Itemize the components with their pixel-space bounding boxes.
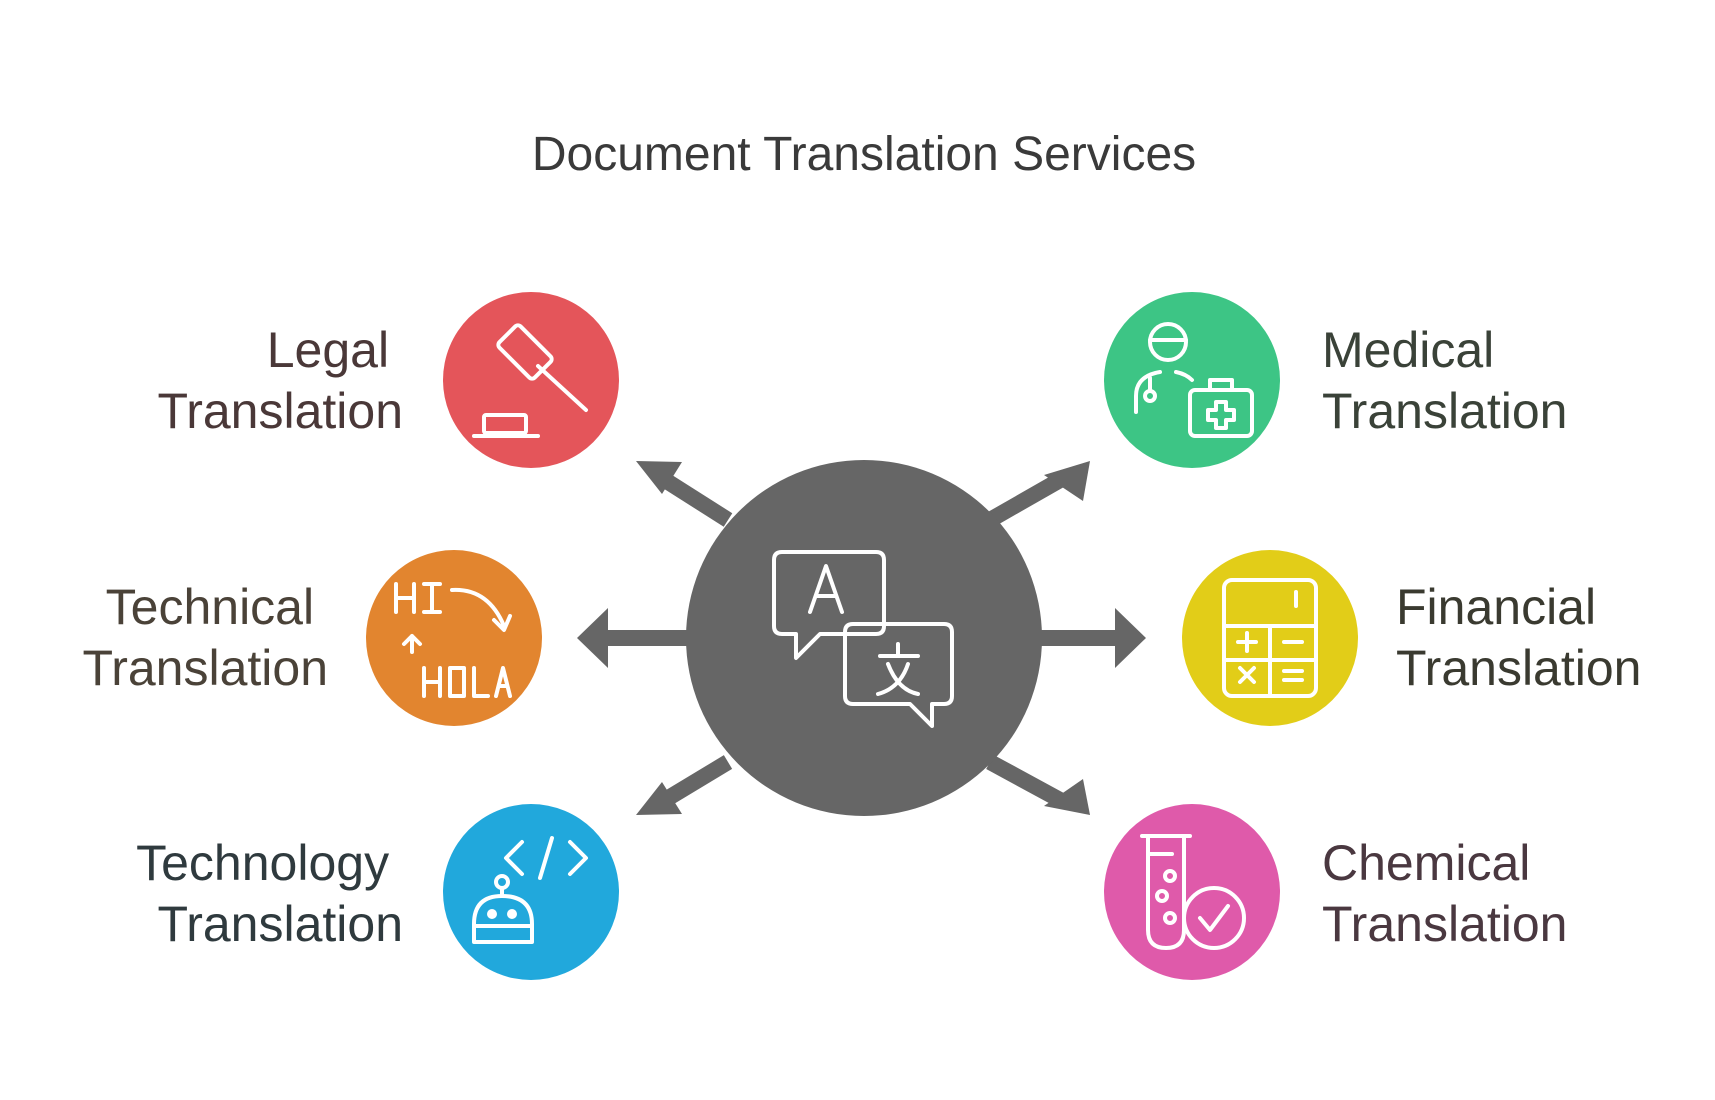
service-medical (1104, 292, 1280, 468)
label-financial: Financial Translation (1396, 579, 1641, 696)
label-legal-line2: Translation (158, 383, 403, 439)
technical-circle (366, 550, 542, 726)
service-technical (366, 550, 542, 726)
code-robot-icon (472, 836, 588, 944)
label-legal: Legal Translation (158, 322, 403, 439)
label-financial-line2: Translation (1396, 640, 1641, 696)
service-chemical (1104, 804, 1280, 980)
label-chemical-line1: Chemical (1322, 835, 1530, 891)
service-technology (443, 804, 619, 980)
arrow-to-technical (577, 608, 690, 668)
hi-hola-icon (394, 582, 512, 698)
translate-speech-bubbles-icon (772, 550, 954, 728)
technology-circle (443, 804, 619, 980)
label-medical-line1: Medical (1322, 322, 1494, 378)
label-legal-line1: Legal (267, 322, 389, 378)
label-technical-line2: Translation (83, 640, 328, 696)
label-technology-line1: Technology (136, 835, 389, 891)
calculator-icon (1222, 578, 1318, 698)
diagram-title: Document Translation Services (532, 128, 1196, 181)
center-hub (686, 460, 1042, 816)
arrow-to-chemical (986, 754, 1090, 815)
label-chemical: Chemical Translation (1322, 835, 1567, 952)
arrow-to-medical (986, 461, 1090, 527)
test-tube-check-icon (1140, 834, 1246, 950)
arrows (577, 461, 1146, 815)
arrow-to-financial (1040, 608, 1146, 668)
label-technology-line2: Translation (158, 896, 403, 952)
service-financial (1182, 550, 1358, 726)
label-chemical-line2: Translation (1322, 896, 1567, 952)
gavel-icon (472, 323, 588, 438)
label-medical-line2: Translation (1322, 383, 1567, 439)
label-technical-line1: Technical (106, 579, 314, 635)
label-medical: Medical Translation (1322, 322, 1567, 439)
label-technical: Technical Translation (83, 579, 328, 696)
label-financial-line1: Financial (1396, 579, 1596, 635)
chemical-circle (1104, 804, 1280, 980)
arrow-to-legal (636, 461, 733, 527)
doctor-medkit-icon (1134, 322, 1254, 438)
arrow-to-technology (636, 755, 733, 815)
hub-circle (686, 460, 1042, 816)
service-legal (443, 292, 619, 468)
label-technology: Technology Translation (136, 835, 403, 952)
